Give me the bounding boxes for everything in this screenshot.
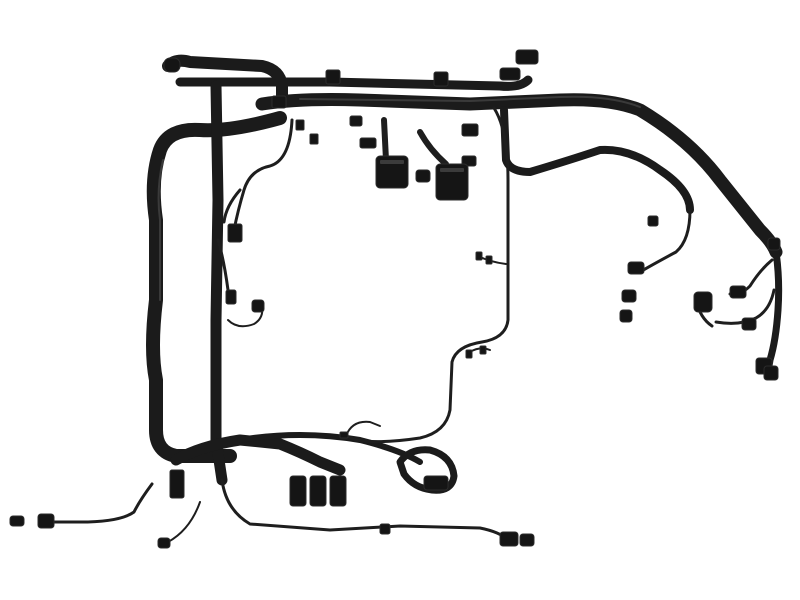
pin-connectors [295, 119, 493, 439]
connector [767, 237, 781, 251]
pin-connector [485, 255, 493, 265]
connector [309, 475, 327, 507]
pin-connector [309, 133, 319, 145]
connector [461, 123, 479, 137]
connector [169, 469, 185, 499]
connector [271, 95, 287, 109]
connector [359, 137, 377, 149]
connector [647, 215, 659, 227]
connector [423, 475, 449, 491]
connector [619, 309, 633, 323]
connector [461, 155, 477, 167]
connector [693, 291, 713, 313]
left-connectors [9, 223, 265, 549]
bottom-loop [396, 446, 458, 494]
bottom-triple-connectors [289, 475, 535, 547]
connector [621, 289, 637, 303]
pin-connector [475, 251, 483, 261]
connector [325, 69, 341, 85]
right-connectors [619, 215, 781, 381]
center-wire-loop [344, 106, 510, 444]
connector [163, 57, 181, 73]
pin-connector [295, 119, 305, 131]
pin-connector [339, 431, 349, 439]
vertical-trunk [210, 80, 228, 486]
pin-connector [465, 349, 473, 359]
connector [251, 299, 265, 313]
connector [627, 261, 645, 275]
connector [499, 67, 521, 81]
module-connectors [375, 117, 469, 201]
end-connector [37, 513, 55, 529]
end-connector [9, 515, 25, 527]
module-connector-right [435, 163, 469, 201]
connector [379, 523, 391, 535]
end-connector [157, 537, 171, 549]
connector [225, 289, 237, 305]
connector [349, 115, 363, 127]
connector [763, 365, 779, 381]
connector [415, 169, 431, 183]
connector [515, 49, 539, 65]
left-loop-trunk [146, 111, 287, 463]
connector [227, 223, 243, 243]
connector [329, 475, 347, 507]
end-connector [519, 533, 535, 547]
top-connectors [163, 49, 539, 167]
end-connector [499, 531, 519, 547]
right-branch [500, 106, 783, 376]
connector [741, 317, 757, 331]
pin-connector [479, 345, 487, 355]
connector [433, 71, 449, 87]
connector [289, 475, 307, 507]
connector [729, 285, 747, 299]
